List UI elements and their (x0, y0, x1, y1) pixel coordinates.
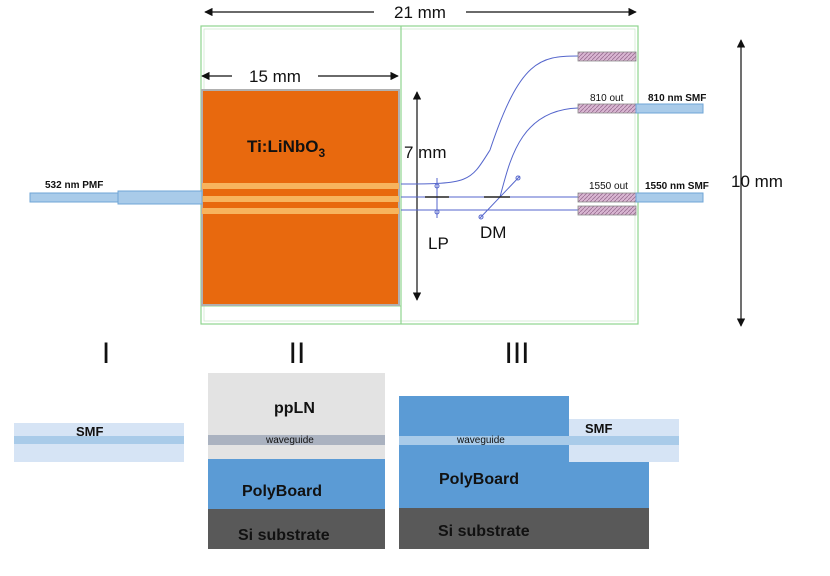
dim-21mm-label: 21 mm (394, 3, 446, 22)
output-fibers: 810 nm SMF 1550 nm SMF (635, 93, 709, 203)
section-label-3: III (504, 337, 529, 370)
s1-smf-core (14, 436, 184, 444)
dimension-7mm: 7 mm (404, 91, 447, 301)
dimension-15mm: 15 mm (201, 67, 399, 86)
fiber-1550-label: 1550 nm SMF (645, 181, 709, 192)
waveguide-to-top (400, 55, 579, 185)
s2-substrate-layer (208, 509, 385, 549)
dimension-10mm: 10 mm (731, 39, 783, 327)
out-810-label: 810 out (590, 93, 624, 104)
chip-waveguide-3 (202, 208, 399, 214)
s3-waveguide-core (399, 436, 679, 445)
cross-section-3: waveguide SMF PolyBoard Si substrate (399, 396, 679, 549)
s2-polyboard-label: PolyBoard (242, 483, 322, 500)
dimension-21mm: 21 mm (204, 3, 637, 22)
s3-upper-polyboard (399, 396, 569, 436)
fiber-810 (635, 103, 704, 114)
section-label-2: II (289, 337, 306, 370)
dim-10mm-label: 10 mm (731, 172, 783, 191)
dim-7mm-label: 7 mm (404, 143, 447, 162)
input-fiber-label: 532 nm PMF (45, 180, 103, 191)
s2-ppln-label: ppLN (274, 400, 315, 417)
waveguide-810 (499, 107, 579, 198)
lp-element: LP (425, 178, 449, 253)
s2-buffer-layer (208, 445, 385, 459)
tilinbo3-chip: Ti:LiNbO3 (201, 89, 400, 306)
s1-smf-label: SMF (76, 424, 104, 439)
s2-ppln-layer (208, 373, 385, 435)
dm-label: DM (480, 223, 506, 242)
s3-smf-upper (569, 419, 679, 436)
fiber-810-label: 810 nm SMF (648, 93, 706, 104)
out-1550-label: 1550 out (589, 181, 628, 192)
chip-waveguide-1 (202, 183, 399, 189)
s2-polyboard-layer (208, 459, 385, 509)
chip-waveguide-2 (202, 196, 399, 202)
s3-substrate-layer (399, 508, 649, 549)
s2-waveguide-layer (208, 435, 385, 445)
section-label-1: I (102, 337, 110, 370)
s2-substrate-label: Si substrate (238, 527, 330, 544)
s3-waveguide-label: waveguide (456, 435, 505, 446)
connector-top (577, 51, 637, 62)
connector-lower (577, 205, 637, 216)
s3-smf-lower (569, 445, 679, 462)
connector-1550 (577, 192, 637, 203)
chip-label: Ti:LiNbO3 (247, 137, 325, 160)
polyboard-waveguides (400, 55, 579, 211)
s2-waveguide-label: waveguide (265, 435, 314, 446)
cross-section-2: ppLN waveguide PolyBoard Si substrate (208, 373, 385, 549)
lp-label: LP (428, 234, 449, 253)
s3-polyboard-label: PolyBoard (439, 471, 519, 488)
dm-element: DM (478, 175, 521, 242)
fiber-1550 (635, 192, 704, 203)
dim-15mm-label: 15 mm (249, 67, 301, 86)
s3-smf-label: SMF (585, 421, 613, 436)
output-connectors: 810 out 1550 out (577, 51, 637, 216)
s3-substrate-label: Si substrate (438, 523, 530, 540)
cross-section-1: SMF (14, 423, 184, 462)
connector-810 (577, 103, 637, 114)
input-fiber-532: 532 nm PMF (29, 180, 203, 205)
